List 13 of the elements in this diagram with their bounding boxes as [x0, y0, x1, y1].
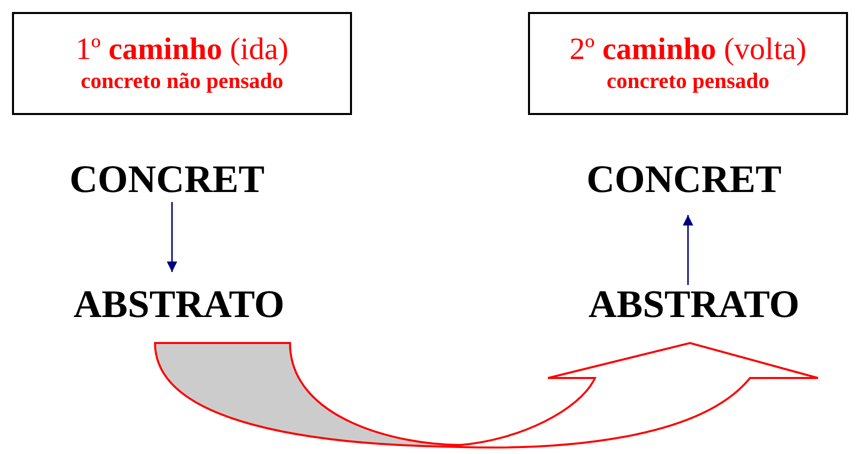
- subtitle: concreto pensado: [606, 67, 770, 96]
- arrow: [682, 215, 694, 285]
- text-box: [528, 12, 848, 115]
- heading: 1º caminho (ida): [76, 31, 288, 68]
- heading: 2º caminho (volta): [570, 31, 806, 68]
- label: ABSTRATO: [588, 285, 800, 324]
- label: ABSTRATO: [74, 285, 284, 324]
- label: CONCRET: [586, 160, 782, 199]
- text-box: [12, 12, 352, 115]
- arrow: [166, 202, 178, 272]
- label: CONCRET: [69, 160, 265, 199]
- subtitle: concreto não pensado: [80, 67, 284, 96]
- curved-block-arrow: [154, 342, 819, 448]
